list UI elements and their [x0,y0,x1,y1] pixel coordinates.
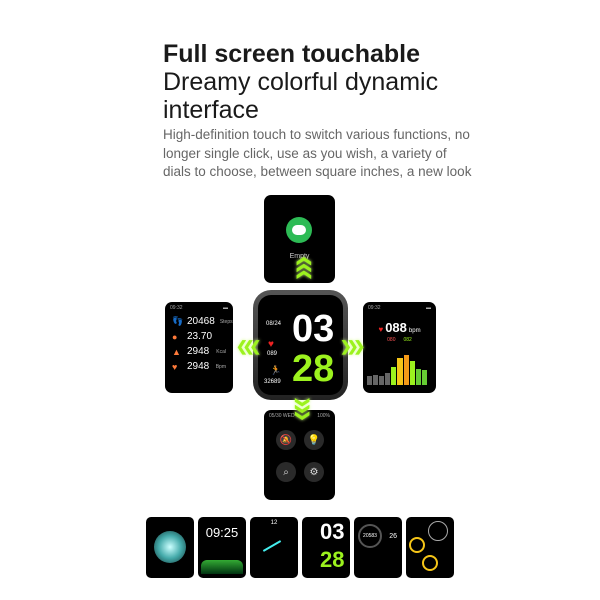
date: 08/24 [266,321,282,327]
footprints-icon: 👣 [172,316,184,326]
min-bpm: 080 [387,337,396,343]
stat-row: ●23.70 [172,331,213,342]
chevron-down-icon: ❯❯❯ [295,396,312,417]
bulb-icon[interactable]: 💡 [304,430,324,450]
bell-off-icon[interactable]: 🔕 [276,430,296,450]
thumbnail-flower-dial[interactable] [146,517,194,578]
max-bpm: 082 [403,337,412,343]
time: 09:32 [170,305,183,311]
hour: 03 [292,308,335,350]
thumbnail-analog-dial[interactable]: 12 [250,517,298,578]
heart-icon: ♥ [172,361,178,372]
subheadline: Dreamy colorful dynamic interface [163,68,439,124]
bpm-value: 088 [385,320,407,335]
heart-rate: 089 [267,351,278,357]
heart-icon: ♥ [268,339,274,350]
location-icon: ● [172,331,178,342]
messages-screen: Empty [264,195,335,283]
chevron-left-icon: ❮❮❮ [236,338,261,354]
runner-icon: 🏃 [270,365,282,375]
minute: 28 [292,348,335,390]
heart-rate-chart [367,355,427,385]
flame-icon: ▲ [172,346,181,357]
heart-icon: ♥ [378,325,384,334]
description: High-definition touch to switch various … [163,127,472,179]
watch-face: 08/24 ♥ 089 🏃 32689 03 28 [258,295,343,395]
flower-graphic [154,531,186,563]
search-icon[interactable]: ⌕ [276,462,296,482]
empty-label: Empty [289,253,310,260]
steps: 32689 [264,379,281,385]
chevron-right-icon: ❯❯❯ [340,338,365,354]
message-bubble-icon [286,217,312,243]
watch-body: 08/24 ♥ 089 🏃 32689 03 28 [253,290,348,400]
headline: Full screen touchable [163,40,421,68]
thumbnail-circles-dial[interactable] [406,517,454,578]
gear-icon[interactable]: ⚙ [304,462,324,482]
thumbnail-digital-dial[interactable]: 09:25 [198,517,246,578]
chevron-up-icon: ❯❯❯ [294,260,311,281]
